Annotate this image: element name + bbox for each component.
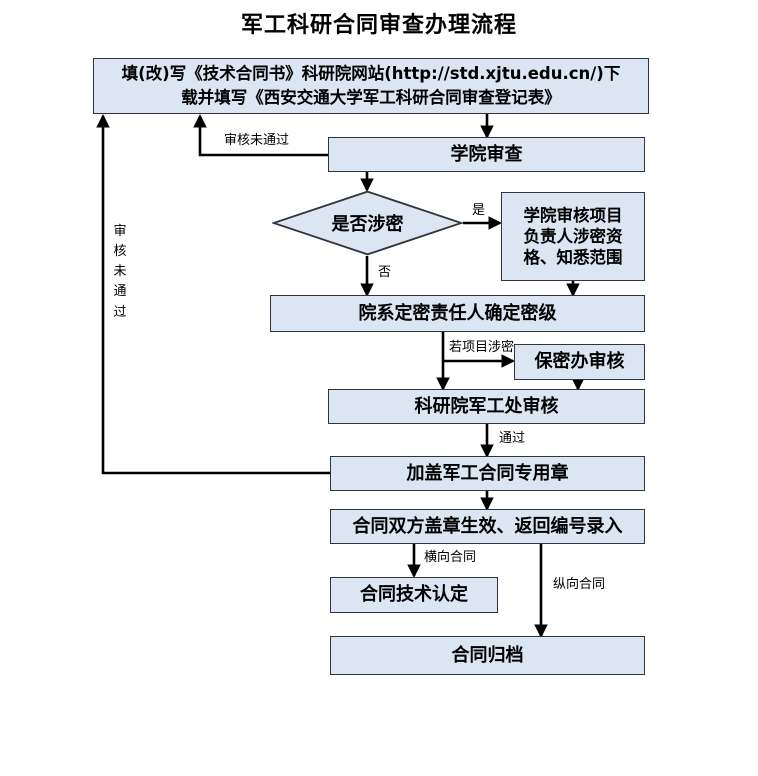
node-archive[interactable]: 合同归档 [330,636,645,675]
node-college-qualify-line1: 学院审核项目 [523,205,623,225]
node-college-review[interactable]: 学院审查 [328,137,645,172]
edge-label-no: 否 [378,265,392,280]
edge-label-vertical-contract: 纵向合同 [553,577,606,592]
node-stamp[interactable]: 加盖军工合同专用章 [330,456,645,491]
edge-label-review-failed-side: 审核未通过 [113,224,127,320]
edge-label-yes: 是 [472,203,486,218]
node-decision-secret[interactable]: 是否涉密 [270,190,465,256]
node-dept-level[interactable]: 院系定密责任人确定密级 [270,295,645,332]
edge-label-if-secret: 若项目涉密 [449,340,515,355]
edge-label-horizontal-contract: 横向合同 [424,550,477,565]
node-decision-secret-label: 是否涉密 [331,214,404,235]
edge-college-review-feedback [193,113,328,157]
node-start-line1: 填(改)写《技术合同书》科研院网站(http://std.xjtu.edu.cn… [121,64,621,84]
node-college-qualify-line2: 负责人涉密资 [523,226,623,246]
node-college-qualify[interactable]: 学院审核项目 负责人涉密资 格、知悉范围 [501,192,645,281]
edge-label-review-failed-top: 审核未通过 [224,133,290,148]
edge-label-passed: 通过 [499,431,526,446]
node-college-qualify-line3: 格、知悉范围 [523,248,623,268]
node-institute-review[interactable]: 科研院军工处审核 [328,389,645,424]
node-security-office[interactable]: 保密办审核 [514,344,645,380]
node-tech-cert[interactable]: 合同技术认定 [330,577,498,613]
node-start[interactable]: 填(改)写《技术合同书》科研院网站(http://std.xjtu.edu.cn… [93,58,649,114]
node-start-line2: 载并填写《西安交通大学军工科研合同审查登记表》 [181,88,561,107]
page-title: 军工科研合同审查办理流程 [240,13,517,38]
edge-stamp-feedback [96,113,330,475]
node-effective[interactable]: 合同双方盖章生效、返回编号录入 [330,509,645,544]
diamond-shape [270,190,465,256]
